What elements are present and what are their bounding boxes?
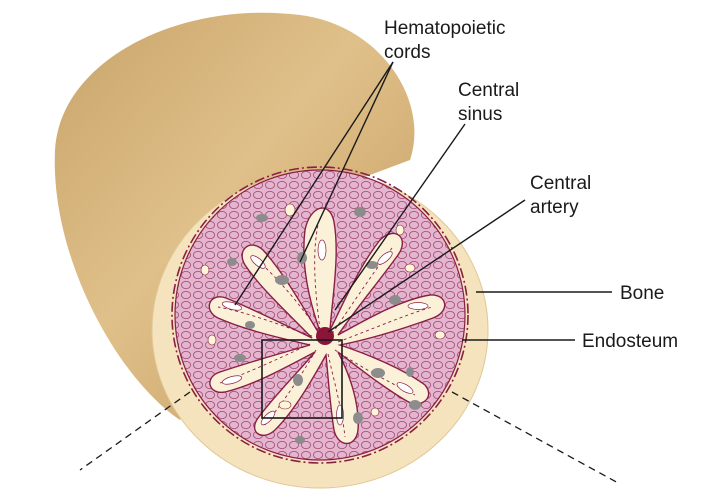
label-hematopoietic-line1: Hematopoietic — [384, 18, 505, 39]
zoom-line-right — [452, 392, 620, 484]
label-endosteum: Endosteum — [582, 331, 678, 352]
label-central-sinus-line1: Central — [458, 80, 519, 101]
label-bone: Bone — [620, 283, 664, 304]
label-hematopoietic-line2: cords — [384, 42, 430, 63]
label-central-artery-line2: artery — [530, 197, 579, 218]
label-central-sinus-line2: sinus — [458, 104, 502, 125]
label-central-artery-line1: Central — [530, 173, 591, 194]
